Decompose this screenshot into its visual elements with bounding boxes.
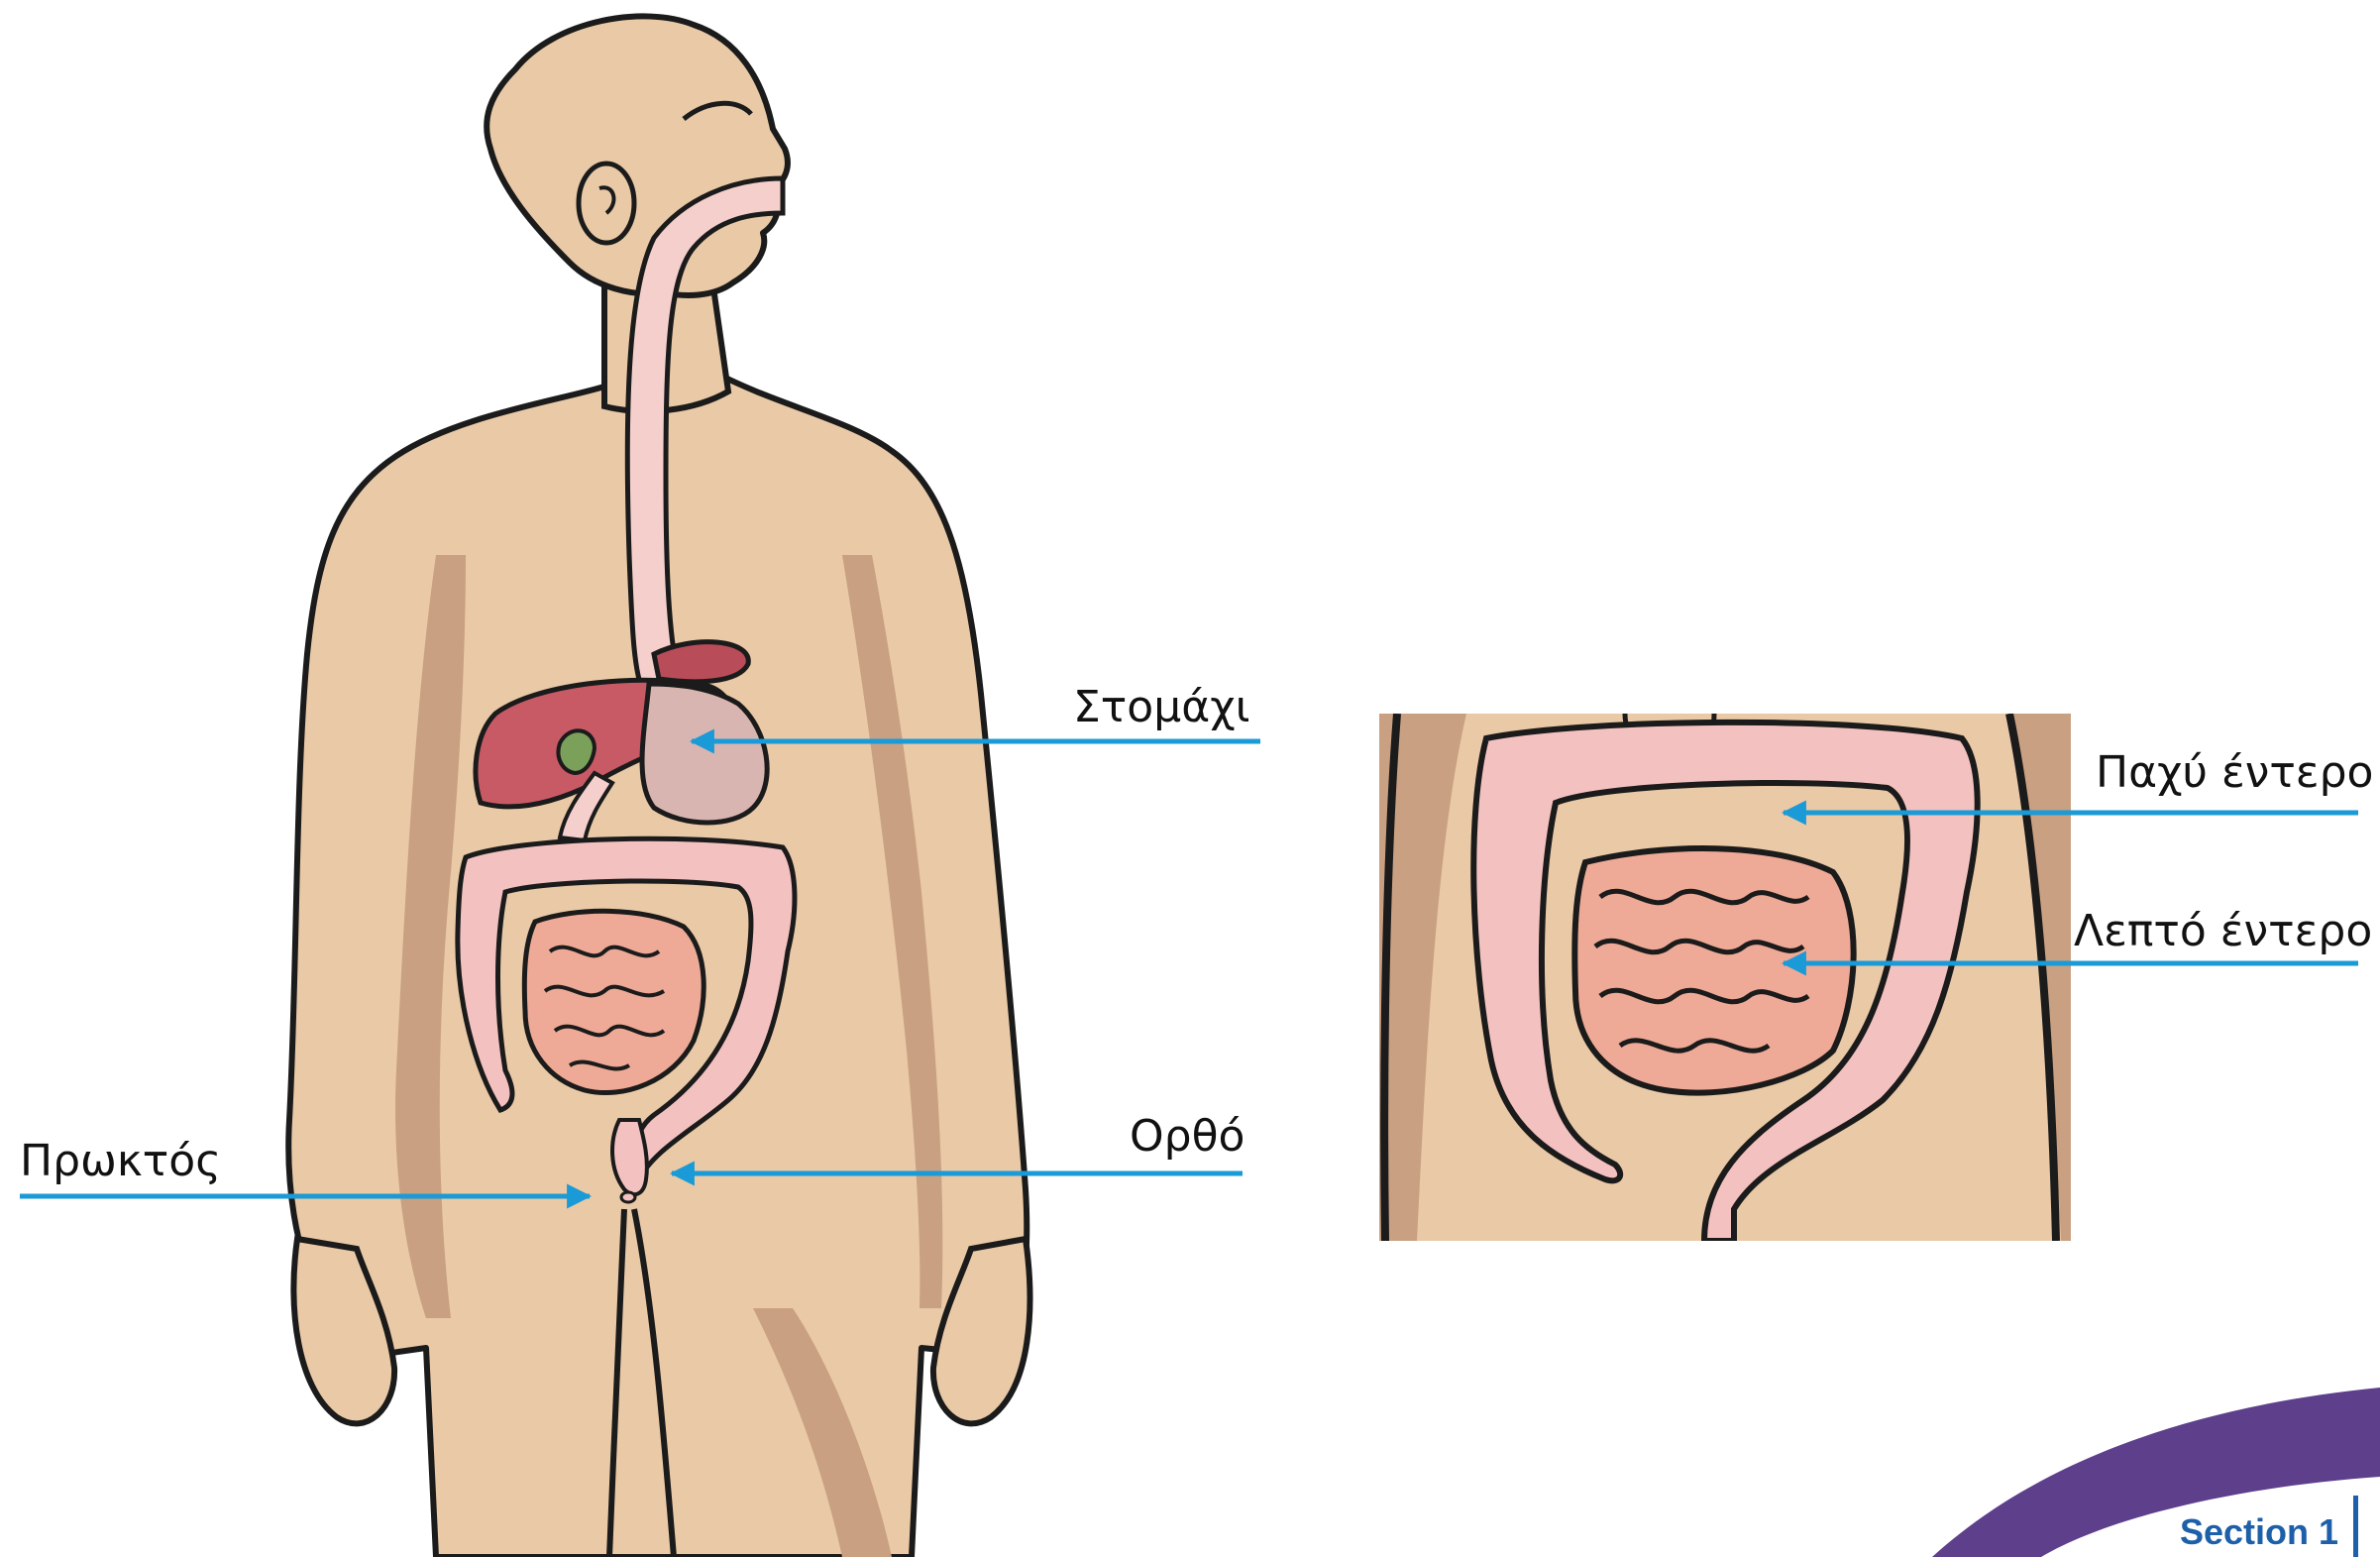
head xyxy=(487,16,788,295)
anus xyxy=(621,1192,635,1202)
footer-divider xyxy=(2353,1496,2358,1557)
intestine-inset xyxy=(1379,714,2071,1241)
label-stomach: Στομάχι xyxy=(1073,686,1250,729)
liver-right-lobe xyxy=(654,642,748,682)
small-intestine-inset xyxy=(1574,848,1853,1093)
body-figure xyxy=(288,16,1029,1557)
label-small-intestine: Λεπτό έντερο xyxy=(2074,910,2372,953)
gallbladder xyxy=(558,730,595,773)
small-intestine-body xyxy=(524,911,703,1092)
footer-section-label: Section 1 xyxy=(2180,1511,2338,1553)
label-rectum: Ορθό xyxy=(1130,1115,1244,1159)
label-anus: Πρωκτός xyxy=(20,1140,221,1183)
ear xyxy=(579,164,634,243)
label-large-intestine: Παχύ έντερο xyxy=(2096,751,2373,795)
